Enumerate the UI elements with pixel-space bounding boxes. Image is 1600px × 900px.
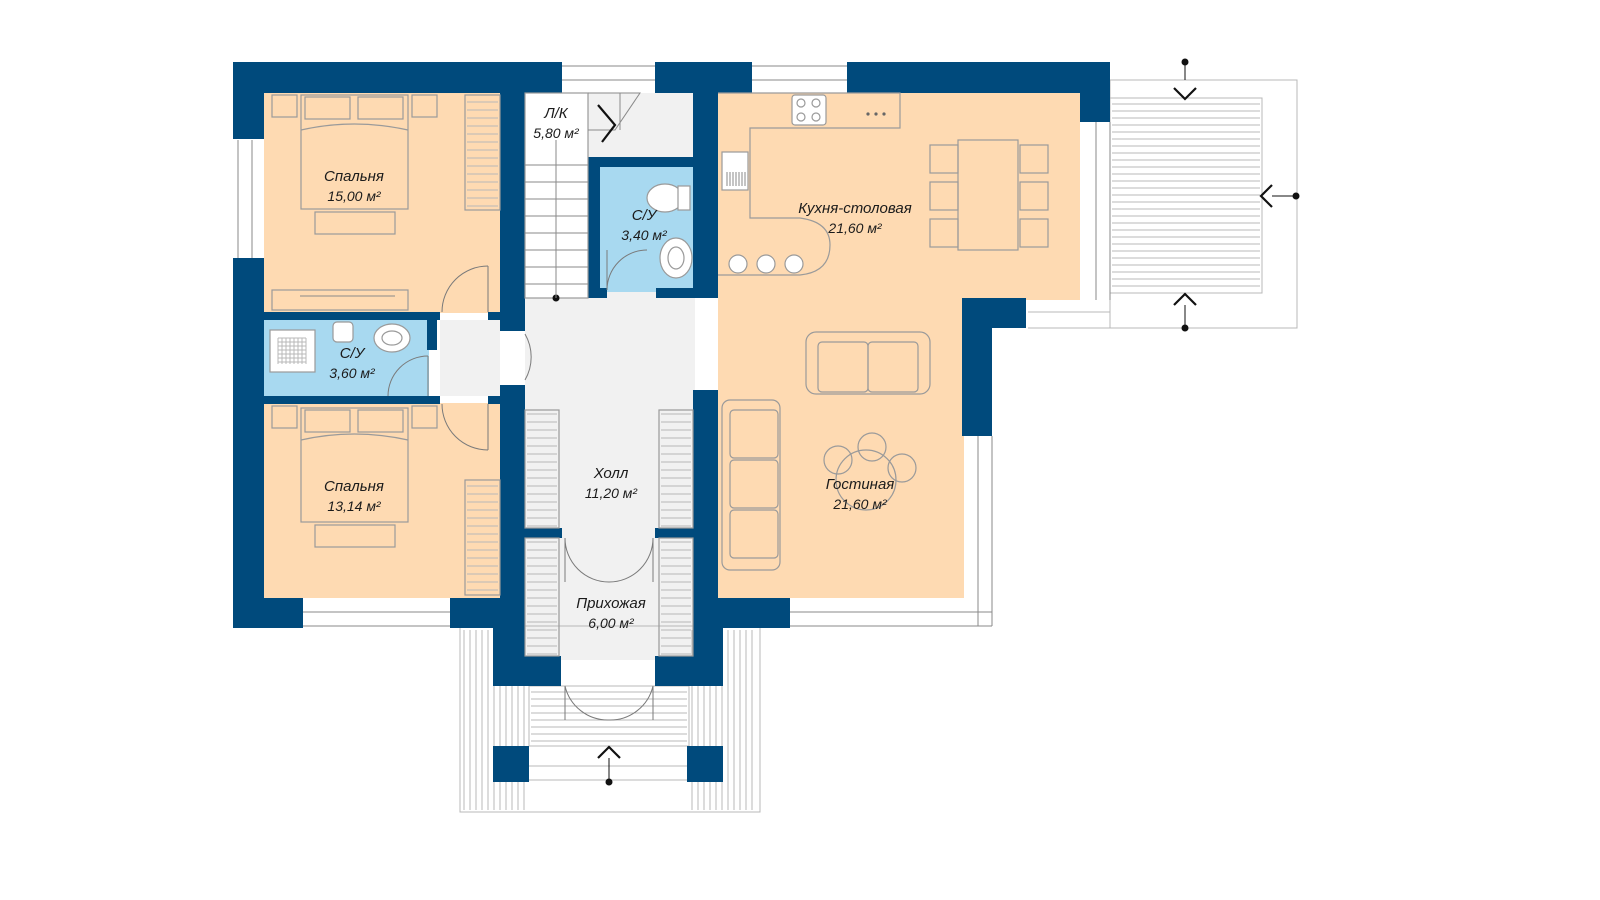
bedroom-top-name: Спальня: [324, 168, 384, 185]
bedroom-top-furniture: [271, 94, 501, 311]
bedroom-bottom-furniture: [271, 405, 501, 596]
room-labels: Спальня 15,00 м² Спальня 13,14 м² С/У 3,…: [324, 105, 912, 631]
stair-direction-icon: [597, 104, 617, 143]
corridor-floor: [440, 320, 500, 396]
living-name: Гостиная: [826, 476, 895, 493]
bathroom-left-fixtures: [269, 321, 411, 373]
kitchen-dining-name: Кухня-столовая: [798, 200, 911, 217]
kitchen-dining-area: 21,60 м²: [827, 220, 883, 236]
bedroom-top-area: 15,00 м²: [327, 188, 382, 204]
hall-name: Холл: [593, 465, 629, 482]
living-furniture: [721, 331, 931, 571]
stairs-area: 5,80 м²: [533, 125, 580, 141]
arrow-down-icon: [1173, 87, 1197, 101]
arrow-up-icon: [597, 745, 621, 759]
entry-area: 6,00 м²: [588, 615, 635, 631]
bedroom-bottom-area: 13,14 м²: [327, 498, 382, 514]
terrace-right: [1028, 79, 1298, 329]
bathroom-left-area: 3,60 м²: [329, 365, 376, 381]
bathroom-center-area: 3,40 м²: [621, 227, 668, 243]
staircase: [524, 92, 641, 302]
bathroom-center-fixtures: [606, 183, 693, 291]
walls: [233, 62, 1110, 782]
arrow-left-icon: [1259, 184, 1273, 208]
kitchen-living-floor: [718, 93, 1080, 598]
stairs-name: Л/К: [543, 105, 568, 122]
doors: [387, 265, 654, 721]
bathroom-left-name: С/У: [340, 345, 366, 362]
entry-name: Прихожая: [576, 595, 646, 612]
hall-wardrobes: [524, 409, 694, 657]
entrance-arrows: [597, 58, 1300, 786]
bathroom-center-name: С/У: [632, 207, 658, 224]
bedroom-bottom-name: Спальня: [324, 478, 384, 495]
arrow-up-icon: [1173, 292, 1197, 306]
kitchen-dining-furniture: [718, 92, 1049, 276]
hall-area: 11,20 м²: [585, 485, 638, 501]
living-area: 21,60 м²: [832, 496, 888, 512]
windows: [237, 65, 1111, 627]
